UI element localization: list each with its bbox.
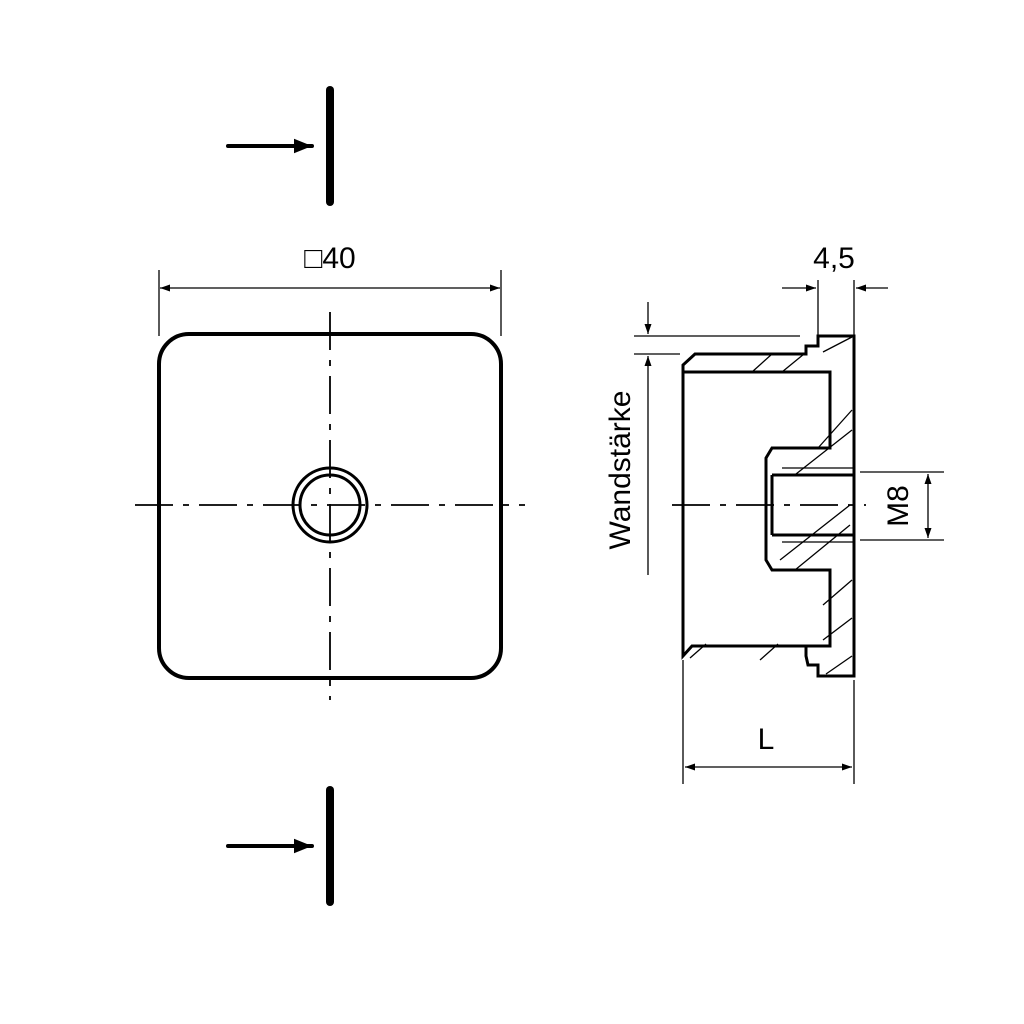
square-size-label: □40 (304, 242, 356, 275)
section-indicator-top (226, 86, 334, 206)
flange-thickness-label: 4,5 (813, 242, 855, 275)
section-view: 4,5 M8 Wandstärke L (604, 242, 944, 784)
thread-dimension: M8 (860, 471, 944, 541)
section-inner-wall (683, 370, 832, 648)
square-size-dimension: □40 (158, 242, 502, 336)
front-view: □40 (135, 242, 525, 700)
flange-thickness-dimension: 4,5 (782, 242, 888, 336)
section-indicator-bottom (226, 786, 334, 906)
length-label: L (758, 723, 775, 756)
thread-label: M8 (882, 485, 915, 527)
wall-thickness-label: Wandstärke (604, 391, 637, 550)
section-outline (681, 334, 856, 678)
section-hatching (689, 336, 853, 675)
length-dimension: L (682, 660, 855, 784)
wall-thickness-dimension: Wandstärke (604, 302, 800, 575)
